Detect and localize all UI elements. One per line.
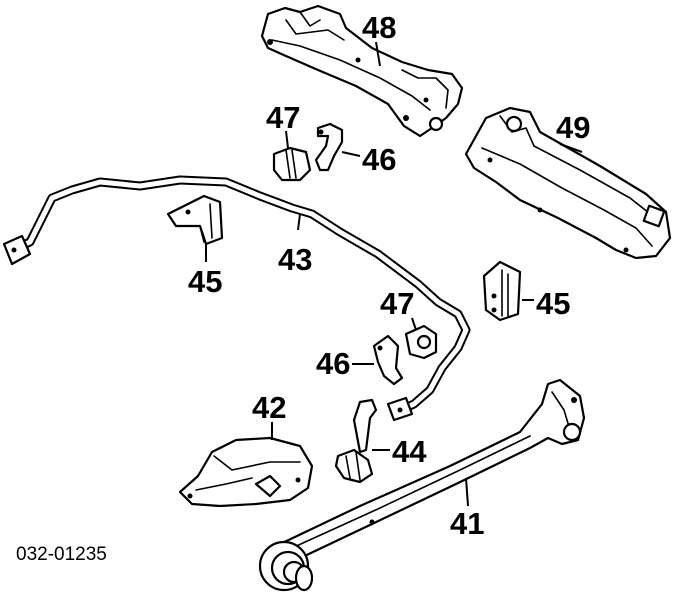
part-45-clamp-left (166, 194, 224, 246)
leader-43 (297, 213, 301, 231)
part-44-stabilizer-link (334, 398, 378, 484)
part-46-bracket-mid (372, 334, 404, 386)
callout-47-top: 47 (266, 100, 300, 135)
part-41-lateral-arm (258, 378, 586, 592)
callout-44: 44 (392, 434, 427, 469)
part-48-crossmember (260, 4, 464, 138)
leader-46-top (341, 151, 361, 157)
leader-41 (465, 477, 469, 507)
diagram-code: 032-01235 (16, 544, 107, 565)
callout-42: 42 (252, 390, 286, 425)
callout-45-right: 45 (536, 286, 570, 321)
part-42-mount-bracket (178, 436, 314, 508)
leader-47-mid (411, 317, 417, 331)
callout-46-top: 46 (362, 142, 396, 177)
callout-47-mid: 47 (380, 286, 414, 321)
part-46-bracket-top (314, 122, 344, 172)
part-47-bushing-top (272, 146, 312, 182)
leader-48 (375, 41, 381, 67)
callout-48: 48 (362, 10, 396, 45)
callout-46-mid: 46 (316, 346, 350, 381)
callout-45-left: 45 (188, 264, 222, 299)
callout-43: 43 (278, 242, 312, 277)
leader-47-top (285, 130, 289, 149)
callout-49: 49 (556, 110, 590, 145)
callout-41: 41 (450, 506, 484, 541)
part-47-bushing-mid (404, 324, 438, 360)
part-43-stabilizer-bar (2, 175, 471, 422)
leader-49 (559, 143, 583, 153)
part-49-rear-crossmember (464, 106, 672, 260)
part-45-clamp-right (482, 260, 522, 322)
